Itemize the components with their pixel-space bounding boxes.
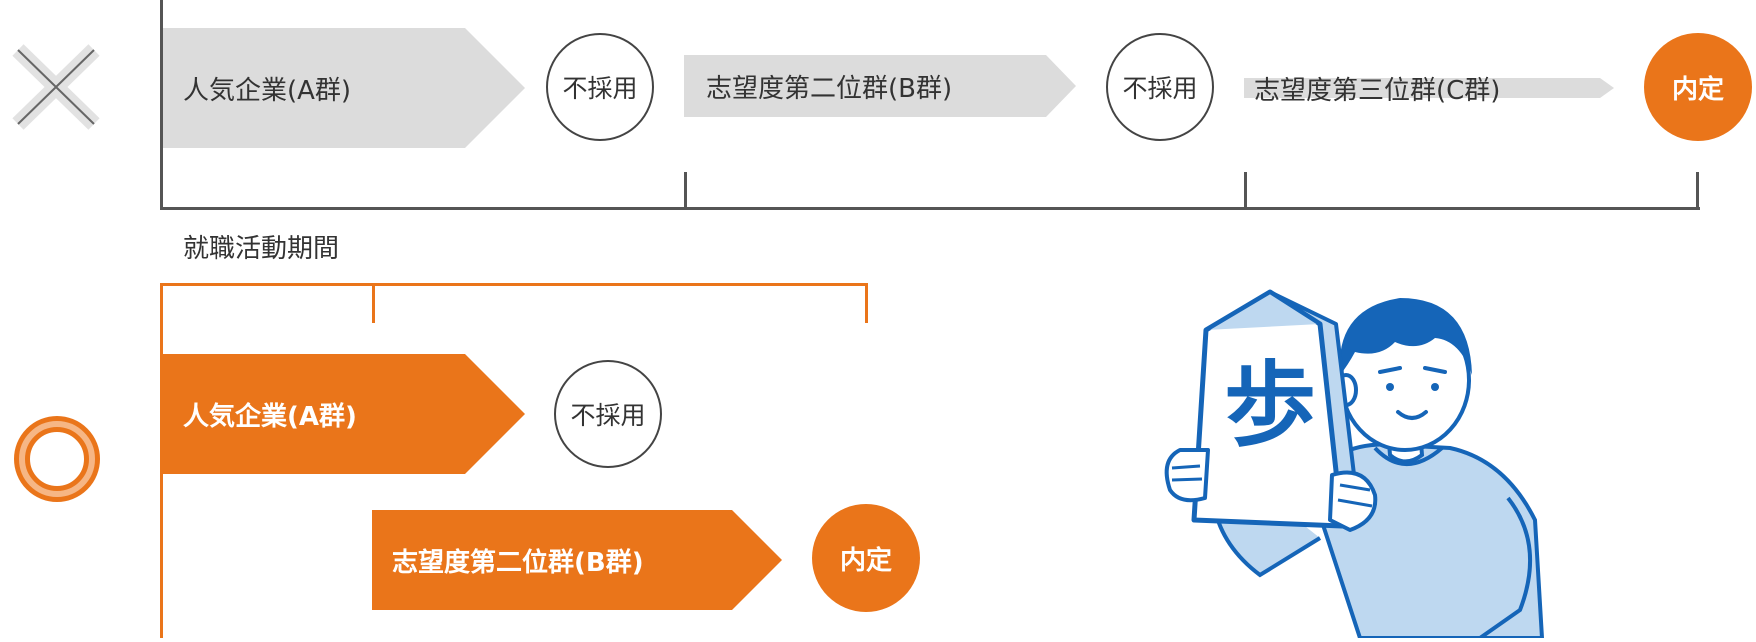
boy-holding-shogi-piece-icon: 歩 xyxy=(1150,280,1560,640)
bad-stage-third-choice: 志望度第三位群(C群) xyxy=(1254,76,1501,106)
good-stage-second-choice: 志望度第二位群(B群) xyxy=(372,510,782,610)
bad-result-rejected-2: 不採用 xyxy=(1106,33,1214,141)
bad-timeline-tick-2 xyxy=(1244,172,1247,210)
bad-result-offer: 内定 xyxy=(1644,33,1752,141)
bad-timeline-tick-1 xyxy=(684,172,687,210)
cross-icon xyxy=(12,44,100,130)
good-timeline-axis-left xyxy=(160,283,163,638)
bad-stage-third-choice-bar xyxy=(1244,78,1614,98)
good-stage-popular-companies: 人気企業(A群) xyxy=(163,354,525,474)
good-bracket-tick-2 xyxy=(865,283,868,323)
good-bracket-tick-1 xyxy=(372,283,375,323)
bad-stage-second-choice: 志望度第二位群(B群) xyxy=(684,55,1076,117)
bad-timeline-axis-left xyxy=(160,0,163,210)
bad-stage-popular-companies: 人気企業(A群) xyxy=(163,28,525,148)
job-hunting-period-label: 就職活動期間 xyxy=(183,234,340,264)
bad-timeline-tick-3 xyxy=(1696,172,1699,210)
shogi-piece-text: 歩 xyxy=(1223,352,1316,459)
good-result-offer: 内定 xyxy=(812,504,920,612)
circle-icon xyxy=(14,416,100,502)
good-bracket-top xyxy=(160,283,868,286)
good-result-rejected: 不採用 xyxy=(554,360,662,468)
bad-timeline-axis-bottom xyxy=(160,207,1700,210)
bad-result-rejected-1: 不採用 xyxy=(546,33,654,141)
